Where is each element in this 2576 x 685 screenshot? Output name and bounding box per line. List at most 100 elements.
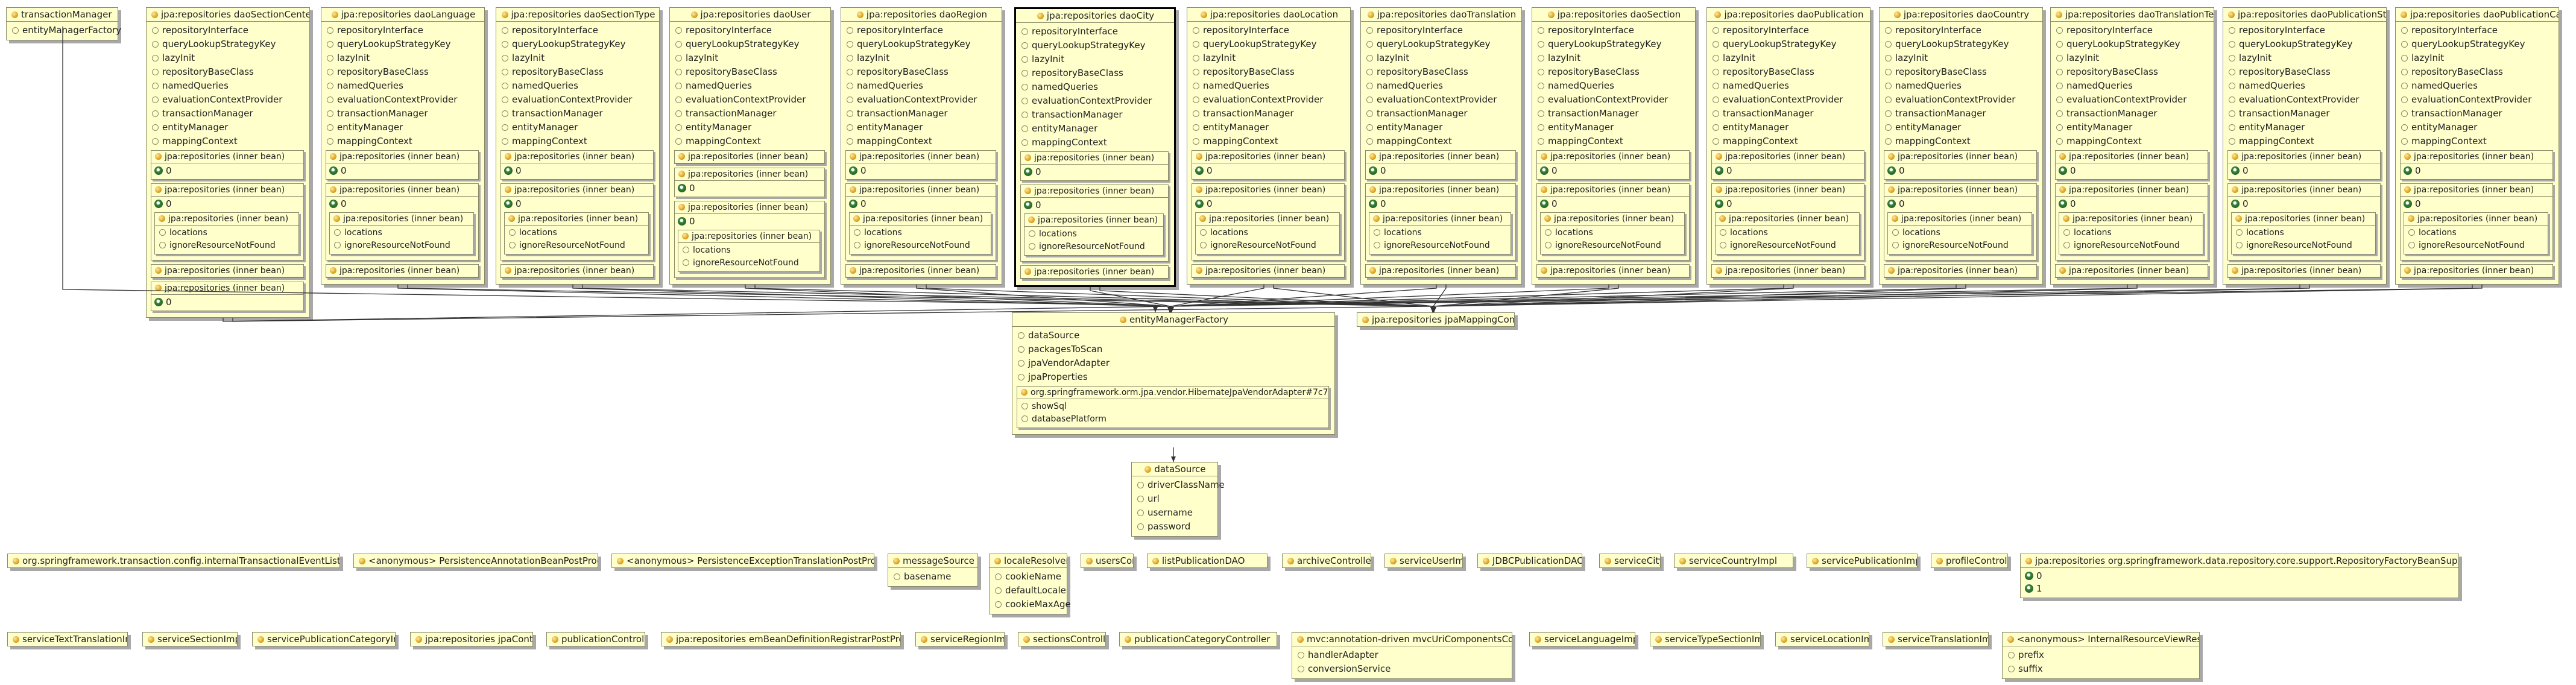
bean-standalone[interactable]: publicationController — [546, 632, 645, 646]
inner-bean[interactable]: jpa:repositories (inner bean)0 — [1365, 150, 1516, 180]
bean-standalone[interactable]: serviceLocationImpl — [1775, 632, 1869, 646]
bean-transactionManager[interactable]: transactionManager entityManagerFactory — [6, 7, 121, 40]
bean-standalone[interactable]: serviceTypeSectionImpl — [1650, 632, 1761, 646]
bean-repository[interactable]: jpa:repositories daoPublicationCategoryr… — [2395, 7, 2559, 285]
bean-standalone[interactable]: mvc:annotation-driven mvcUriComponentsCo… — [1292, 632, 1512, 679]
bean-standalone[interactable]: archiveController — [1282, 554, 1371, 568]
bean-standalone[interactable]: profileController — [1931, 554, 2008, 568]
inner-bean[interactable]: jpa:repositories (inner bean)0 — [151, 150, 304, 180]
bean-standalone[interactable]: serviceRegionImpl — [915, 632, 1005, 646]
inner-bean[interactable]: jpa:repositories (inner bean)0 — [2400, 150, 2553, 180]
inner-bean[interactable]: jpa:repositories (inner bean)0 — [2055, 150, 2208, 180]
bean-standalone[interactable]: <anonymous> PersistenceExceptionTranslat… — [611, 554, 874, 568]
bean-dataSource[interactable]: dataSource driverClassName url username … — [1131, 462, 1225, 537]
inner-bean[interactable]: jpa:repositories (inner bean) — [2055, 264, 2208, 278]
inner-bean[interactable]: jpa:repositories (inner bean) — [151, 264, 304, 278]
inner-bean[interactable]: jpa:repositories (inner bean) — [326, 264, 479, 278]
bean-standalone[interactable]: <anonymous> PersistenceAnnotationBeanPos… — [353, 554, 598, 568]
inner-bean[interactable]: jpa:repositories (inner bean)0 — [500, 150, 654, 180]
inner-bean[interactable]: jpa:repositories (inner bean) — [2227, 264, 2381, 278]
inner-bean[interactable]: jpa:repositories (inner bean)0 — [674, 168, 825, 197]
inner-bean[interactable]: jpa:repositories (inner bean)0 — [326, 150, 479, 180]
inner-bean[interactable]: jpa:repositories (inner bean)0 — [1884, 150, 2037, 180]
inner-bean[interactable]: jpa:repositories (inner bean) — [1711, 264, 1864, 278]
bean-standalone[interactable]: serviceLanguageImpl — [1529, 632, 1635, 646]
inner-bean[interactable]: jpa:repositories (inner bean) — [1884, 264, 2037, 278]
bean-standalone[interactable]: listPublicationDAO — [1147, 554, 1267, 568]
bean-standalone[interactable]: serviceTextTranslationImpl — [7, 632, 128, 646]
bean-standalone[interactable]: usersController — [1081, 554, 1134, 568]
bean-standalone[interactable]: org.springframework.transaction.config.i… — [7, 554, 340, 568]
inner-bean[interactable]: jpa:repositories (inner bean)0 — [151, 282, 304, 311]
bean-standalone[interactable]: JDBCPublicationDAO — [1477, 554, 1582, 568]
bean-standalone[interactable]: jpa:repositories jpaContext — [410, 632, 533, 646]
bean-standalone[interactable]: sectionsController — [1018, 632, 1106, 646]
inner-bean[interactable]: jpa:repositories (inner bean)0 — [1711, 150, 1864, 180]
inner-bean[interactable]: jpa:repositories (inner bean) — [500, 264, 654, 278]
bean-entityManagerFactory[interactable]: entityManagerFactory dataSource packages… — [1012, 312, 1335, 435]
inner-bean-vendor-adapter[interactable]: org.springframework.orm.jpa.vendor.Hiber… — [1017, 386, 1329, 428]
bean-standalone[interactable]: serviceCountryImpl — [1674, 554, 1793, 568]
inner-bean[interactable]: jpa:repositories (inner bean)0 — [1192, 150, 1345, 180]
bean-standalone[interactable]: <anonymous> InternalResourceViewResolver… — [2002, 632, 2200, 679]
bean-standalone[interactable]: jpa:repositories emBeanDefinitionRegistr… — [661, 632, 901, 646]
bean-standalone[interactable]: servicePublicationCategoryImpl — [252, 632, 396, 646]
inner-bean[interactable]: jpa:repositories (inner bean) — [1536, 264, 1690, 278]
inner-bean[interactable]: jpa:repositories (inner bean)0 — [1020, 151, 1169, 181]
inner-bean[interactable]: jpa:repositories (inner bean)0 — [2227, 150, 2381, 180]
bean-repository[interactable]: jpa:repositories daoPublicationStatusrep… — [2223, 7, 2387, 285]
bean-standalone[interactable]: jpa:repositories org.springframework.dat… — [2020, 554, 2459, 598]
inner-bean[interactable]: jpa:repositories (inner bean) — [1020, 265, 1169, 279]
inner-bean[interactable]: jpa:repositories (inner bean) — [1192, 264, 1345, 278]
inner-bean[interactable]: jpa:repositories (inner bean)0 — [1536, 150, 1690, 180]
bean-standalone[interactable]: servicePublicationImpl — [1807, 554, 1918, 568]
inner-bean[interactable]: jpa:repositories (inner bean) — [1365, 264, 1516, 278]
inner-bean[interactable]: jpa:repositories (inner bean) — [674, 150, 825, 164]
bean-standalone[interactable]: publicationCategoryController — [1119, 632, 1277, 646]
inner-bean[interactable]: jpa:repositories (inner bean)0 — [845, 150, 996, 180]
inner-bean[interactable]: jpa:repositories (inner bean) — [2400, 264, 2553, 278]
bean-standalone[interactable]: serviceSectionImpl — [142, 632, 238, 646]
bean-standalone[interactable]: serviceUserImpl — [1384, 554, 1463, 568]
bean-standalone[interactable]: serviceCityImpl — [1599, 554, 1661, 568]
